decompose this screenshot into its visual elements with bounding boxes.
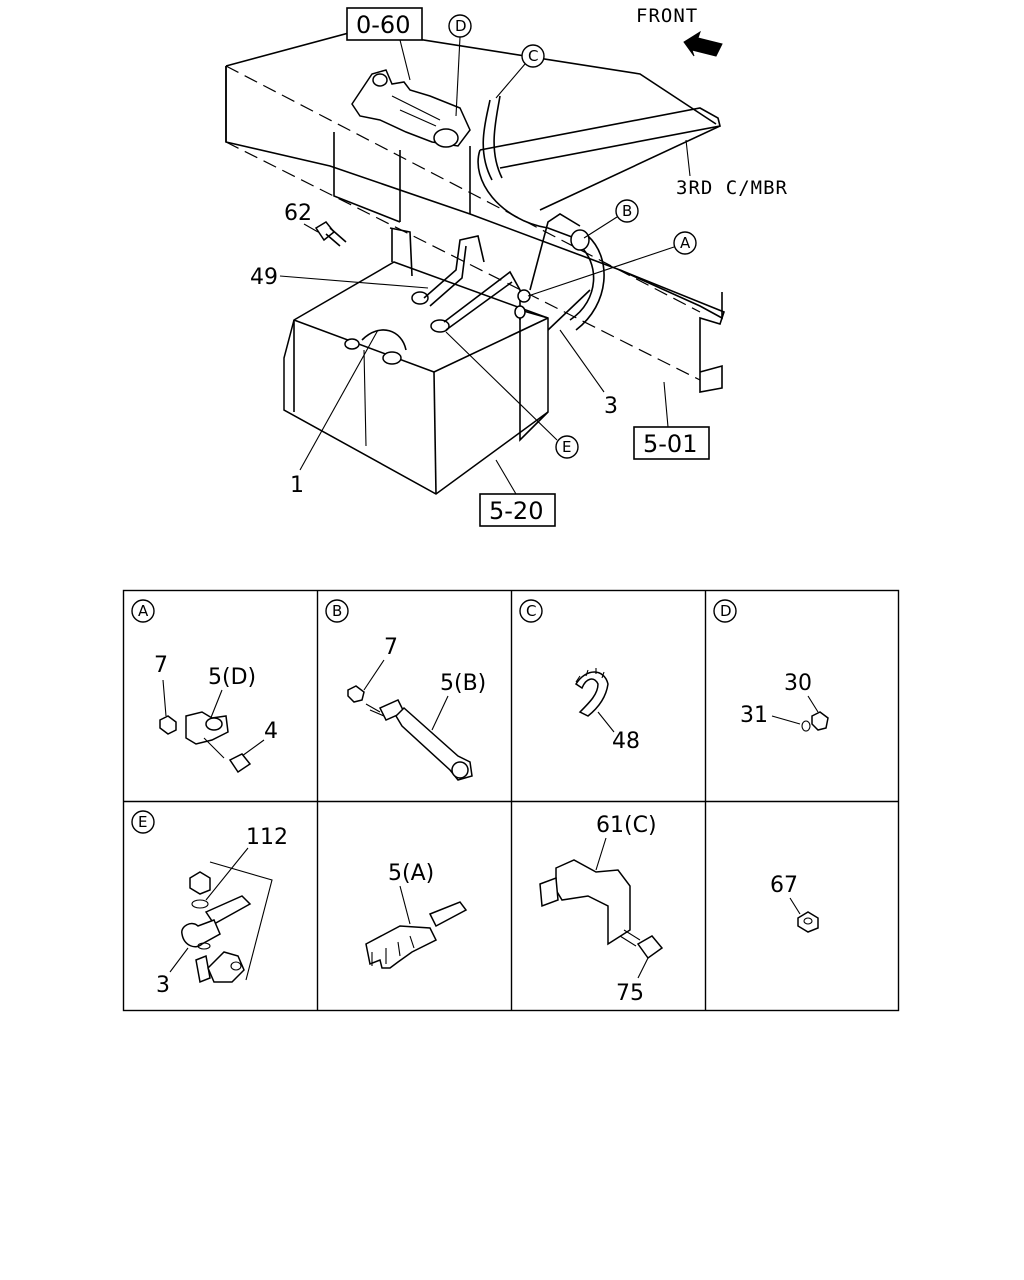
detail-61c[interactable]: 61(C) 75 [539,813,664,1006]
detail-e-part-3: 3 [156,973,170,998]
callout-e[interactable] [555,435,579,459]
detail-e-key: E [138,813,147,831]
part-1-label: 1 [290,473,304,498]
callout-b-label: B [622,202,632,220]
callout-c[interactable] [521,44,545,68]
ref-box-5-20-label: 5-20 [489,497,543,525]
detail-a-part-7: 7 [154,653,168,678]
callout-b[interactable] [615,199,639,223]
detail-c-part-48: 48 [612,729,640,754]
ref-box-0-60-label: 0-60 [356,11,410,39]
callout-a-label: A [680,234,691,252]
detail-a-part-5d: 5(D) [208,665,256,690]
detail-61c-part-75: 75 [616,981,644,1006]
detail-d-part-30: 30 [784,671,812,696]
detail-d-key: D [720,602,732,620]
battery-box [283,227,591,495]
detail-e[interactable]: E 112 3 [131,810,288,998]
detail-d[interactable]: D 30 31 [713,599,829,732]
overview-drawing: FRONT [225,5,788,527]
detail-5a-part-label: 5(A) [388,861,434,886]
detail-a-key: A [138,602,149,620]
callout-a[interactable] [673,231,697,255]
starter-motor [351,69,471,148]
detail-c-key: C [526,602,536,620]
ref-box-0-60[interactable] [346,7,423,41]
front-label: FRONT [636,5,698,27]
detail-c[interactable]: C 48 [519,599,640,754]
ref-box-5-20[interactable] [479,493,556,527]
detail-b-part-5b: 5(B) [440,671,486,696]
detail-b[interactable]: B 7 5(B) [325,599,486,781]
detail-grid: A 7 5(D) 4 B 7 5(B) [122,589,900,1012]
part-62-label: 62 [284,201,312,226]
detail-a-part-4: 4 [264,719,278,744]
callout-c-label: C [528,47,538,65]
detail-5a[interactable]: 5(A) [365,861,468,969]
detail-b-key: B [332,602,342,620]
callout-e-label: E [562,438,571,456]
cross-member-label: 3RD C/MBR [676,177,788,199]
bolt-62 [314,221,347,247]
detail-e-part-112: 112 [246,825,288,850]
detail-a[interactable]: A 7 5(D) 4 [131,599,278,774]
callout-d-label: D [455,17,467,35]
front-arrow-icon [683,30,723,57]
detail-d-part-31: 31 [740,703,768,728]
detail-b-part-7: 7 [384,635,398,660]
detail-67[interactable]: 67 [770,873,819,933]
ref-box-5-01-label: 5-01 [643,430,697,458]
part-3-label: 3 [604,394,618,419]
detail-67-part-label: 67 [770,873,798,898]
battery-cables [423,95,605,331]
detail-61c-part-label: 61(C) [596,813,657,838]
ref-box-5-01[interactable] [633,426,710,460]
part-49-label: 49 [250,265,278,290]
